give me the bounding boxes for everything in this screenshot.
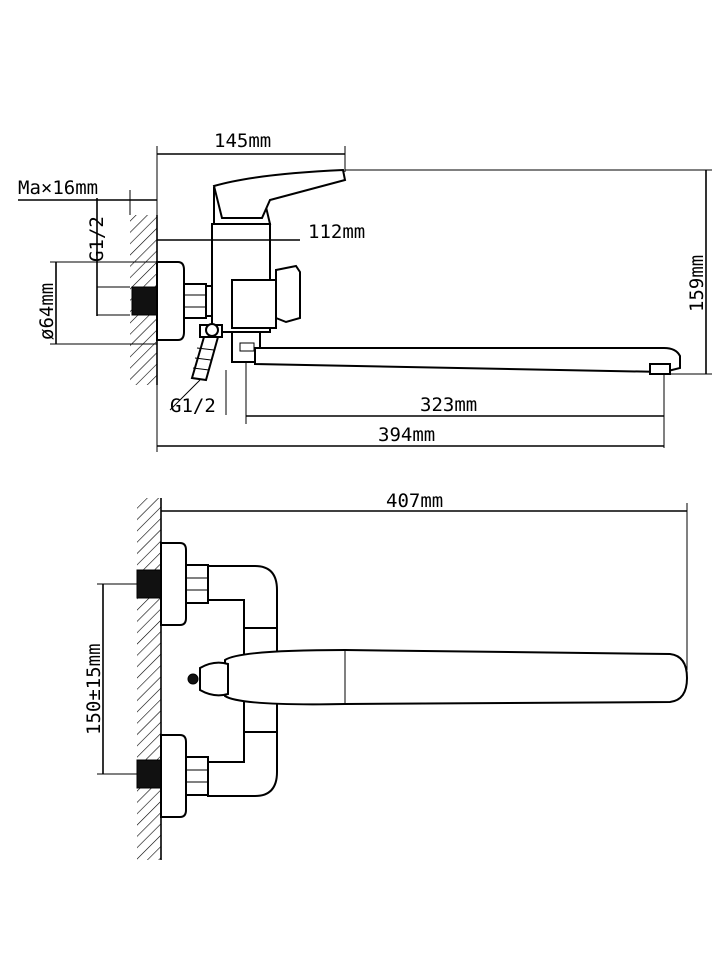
dim-112mm: 112mm [308, 221, 365, 243]
side-dimensions: 145mm Ma×16mm G1/2 112mm ø64mm 159mm [18, 130, 712, 452]
top-dimensions: 407mm 150±15mm [83, 490, 688, 775]
dim-145mm: 145mm [214, 130, 271, 152]
dim-407mm: 407mm [386, 490, 443, 512]
wall-top [137, 498, 161, 860]
dim-diameter-64mm: ø64mm [36, 283, 58, 340]
handle-knob-top [199, 661, 229, 697]
dim-max-16mm: Ma×16mm [18, 177, 98, 199]
lever-handle [212, 168, 347, 219]
shower-outlet [190, 323, 223, 382]
top-view [136, 498, 689, 860]
upper-elbow [207, 565, 278, 629]
aerator [649, 363, 671, 375]
dim-150mm: 150±15mm [83, 643, 105, 735]
wall-pipe-inlet [131, 286, 158, 316]
spout [254, 347, 681, 374]
swivel-spout-top [224, 648, 689, 706]
side-view [130, 168, 681, 385]
dim-323mm: 323mm [420, 394, 477, 416]
flange-cover [156, 261, 185, 341]
upper-flange [160, 542, 187, 626]
dim-159mm: 159mm [686, 255, 708, 312]
connector-nut [183, 283, 207, 319]
dim-g12-bottom: G1/2 [170, 395, 216, 417]
upper-inlet [136, 569, 162, 599]
lower-elbow [207, 731, 278, 797]
dim-394mm: 394mm [378, 424, 435, 446]
lower-inlet [136, 759, 162, 789]
diverter-knob [275, 264, 301, 324]
lower-flange [160, 734, 187, 818]
